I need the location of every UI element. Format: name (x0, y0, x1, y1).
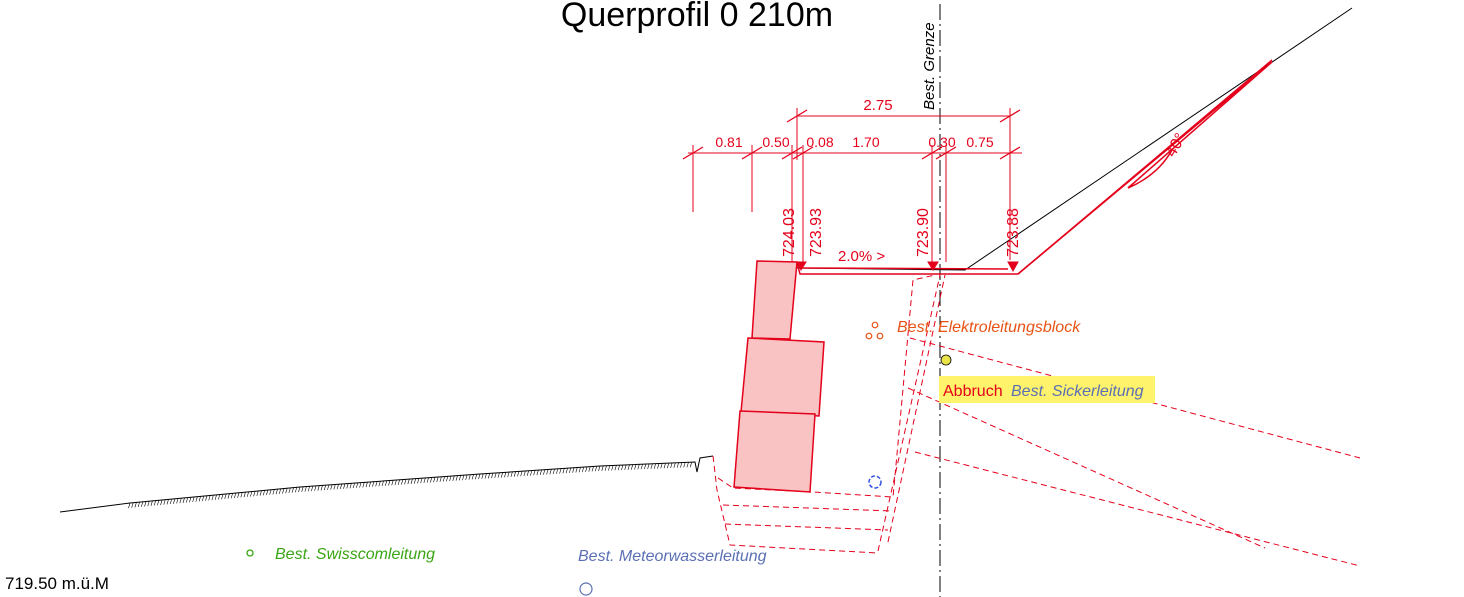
swisscom-pipe-icon (246, 549, 254, 557)
slope-label: 2.0% > (838, 248, 885, 265)
dimension-segment-6: 0.75 (966, 134, 993, 150)
dimension-segment-1: 0.81 (715, 134, 742, 150)
dimension-segment-5: 0.30 (928, 134, 955, 150)
dimension-lines (682, 108, 1022, 262)
height-label-1: 724.03 (781, 208, 798, 257)
dimension-segment-4: 1.70 (852, 134, 879, 150)
height-label-2: 723.93 (808, 208, 825, 257)
sicker-pipe-icon (940, 354, 952, 366)
height-label-4: 723.88 (1005, 208, 1022, 257)
height-markers (796, 261, 1019, 273)
dimension-overall: 2.75 (863, 97, 892, 114)
dimension-segment-2: 0.50 (762, 134, 789, 150)
abbruch-label: Abbruch (943, 383, 1003, 400)
wall-block-middle (740, 337, 825, 417)
abbruch-highlight (939, 376, 1155, 403)
swisscom-label: Best. Swisscomleitung (275, 546, 435, 563)
elektro-conduit-icon (865, 321, 884, 340)
drawing-title: Querprofil 0 210m (561, 0, 833, 34)
height-label-3: 723.90 (915, 208, 932, 257)
elektro-label: Best. Elektroleitungsblock (897, 319, 1081, 336)
ground-hatching (128, 462, 693, 509)
drain-pipe-icon (868, 475, 882, 489)
wall-block-bottom (733, 410, 816, 493)
elevation-reference: 719.50 m.ü.M (5, 574, 109, 593)
wall-block-top (751, 260, 798, 340)
meteor-pipe-icon (579, 582, 593, 596)
design-profile (796, 59, 1273, 275)
meteor-label: Best. Meteorwasserleitung (578, 548, 767, 565)
dimension-segment-3: 0.08 (806, 134, 833, 150)
existing-ground (59, 7, 1353, 513)
retaining-wall (733, 260, 825, 493)
border-label: Best. Grenze (921, 22, 938, 110)
sicker-label: Best. Sickerleitung (1011, 383, 1144, 400)
